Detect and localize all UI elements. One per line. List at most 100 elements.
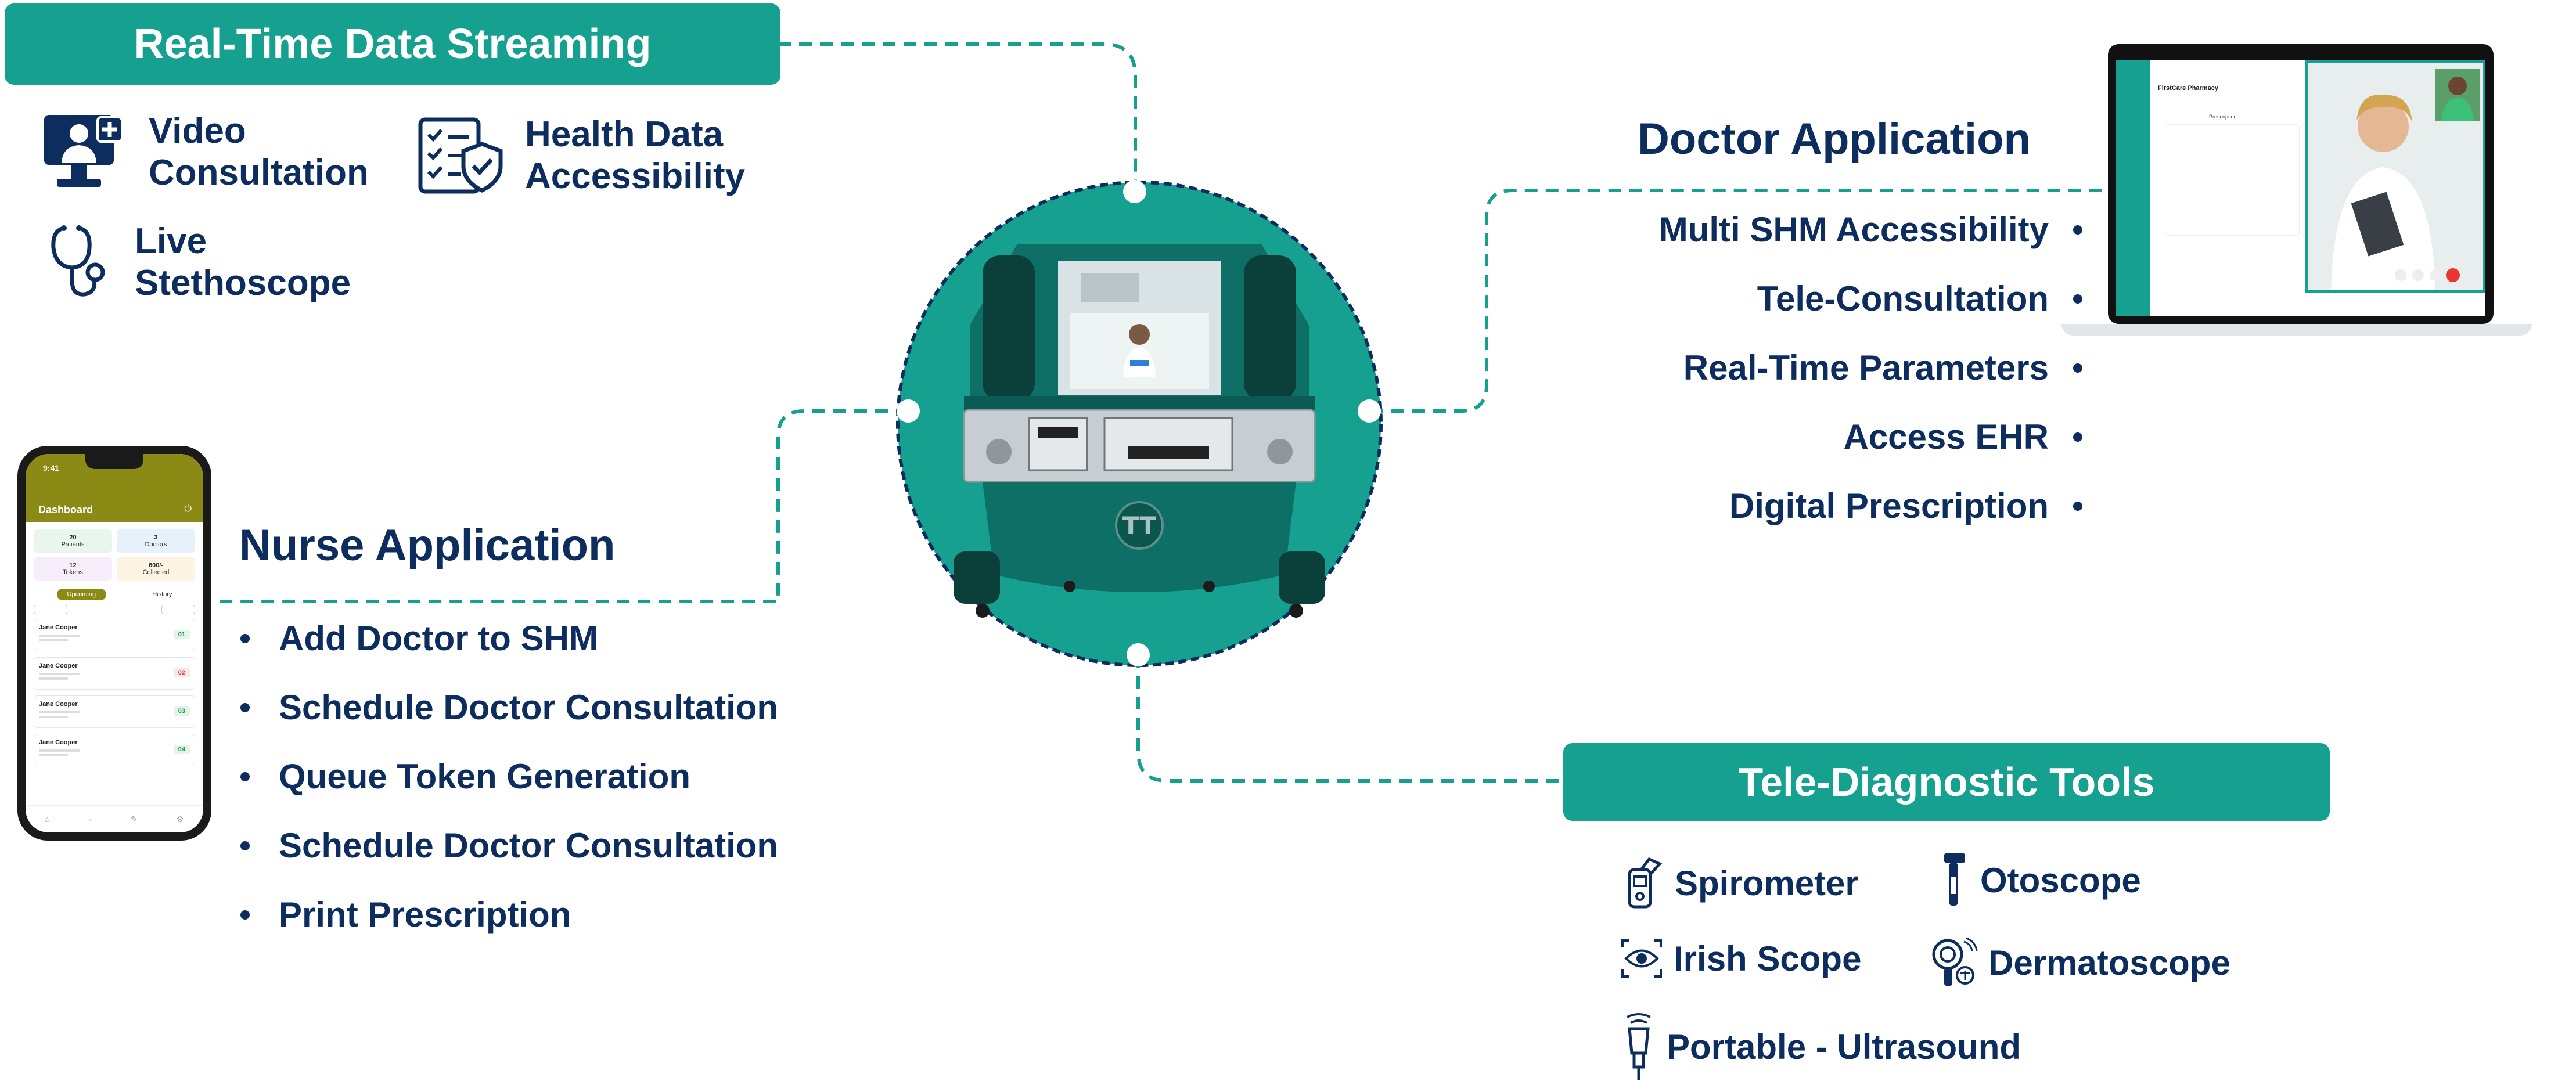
doctor-feature-list: Multi SHM Accessibility Tele-Consultatio… [1659,195,2082,540]
token-badge: 04 [173,745,190,754]
entry-meta [39,639,68,641]
tool-ultrasound: Portable - Ultrasound [1621,1012,2021,1081]
stat-label: Tokens [63,569,83,576]
doctor-monitor-icon [42,113,128,192]
feature-health-data: Health Data Accessibility [417,114,745,197]
kiosk-circle: TT [895,180,1383,668]
list-item[interactable]: Jane Cooper 04 [34,734,195,766]
video-panel [2305,60,2485,293]
tool-label: Portable - Ultrasound [1667,1027,2021,1066]
tool-spirometer: Spirometer [1624,857,1859,909]
tool-label: Otoscope [1980,860,2141,900]
stat-card: 20 Patients [34,529,112,553]
doctor-laptop: FirstCare Pharmacy Prescription [2061,44,2532,340]
tool-label: Dermatoscope [1988,943,2230,982]
filter-select[interactable] [34,605,67,614]
entry-name: Jane Cooper [39,662,78,669]
phone-bottom-nav: ⌂ ◦ ✎ ⚙ [26,805,203,832]
token-badge: 03 [173,706,190,716]
stats-grid: 20 Patients 3 Doctors 12 Tokens 600/- Co… [26,522,203,587]
tab-upcoming[interactable]: Upcoming [56,589,107,600]
phone-notch [85,454,143,469]
writing-area [2165,124,2300,236]
sort-select[interactable] [161,605,195,614]
list-item: Access EHR [1659,402,2082,471]
spirometer-icon [1624,857,1664,909]
logout-icon[interactable]: ⏻ [184,504,192,514]
tools-title: Tele-Diagnostic Tools [1738,759,2155,805]
tool-iris-scope: Irish Scope [1620,938,1861,979]
entry-meta [39,677,68,680]
tools-banner: Tele-Diagnostic Tools [1563,743,2330,821]
entry-meta [39,673,80,675]
feature-line: Video [149,111,246,151]
filter-row [26,605,203,619]
feature-line: Stethoscope [135,263,351,303]
entry-meta [39,716,68,718]
connector-dot-top [1123,180,1146,203]
entry-meta [39,749,80,752]
tool-dermatoscope: Dermatoscope [1929,937,2230,988]
list-item: Print Prescription [240,880,778,949]
stat-value: 12 [69,562,77,569]
health-data-shield-icon [417,115,504,196]
entry-meta [39,754,68,756]
entry-list: Jane Cooper 01 Jane Cooper 02 Jane Coope… [26,619,203,766]
entry-meta [39,711,80,713]
laptop-screen: FirstCare Pharmacy Prescription [2108,44,2494,324]
feature-line: Live [135,221,207,261]
stethoscope-icon [46,225,107,300]
stat-label: Doctors [145,541,167,548]
entry-name: Jane Cooper [39,739,78,746]
entry-name: Jane Cooper [39,624,78,631]
list-item: Tele-Consultation [1659,264,2082,333]
nurse-title: Nurse Application [239,521,616,570]
tool-label: Spirometer [1675,863,1859,903]
iris-scope-icon [1620,938,1663,979]
tool-label: Irish Scope [1674,939,1862,978]
laptop-display: FirstCare Pharmacy Prescription [2116,60,2485,316]
entry-name: Jane Cooper [39,701,78,708]
list-item: Add Doctor to SHM [240,604,778,673]
app-sidebar [2116,60,2150,316]
stat-card: 3 Doctors [117,529,195,553]
feature-line: Consultation [149,153,369,193]
list-item[interactable]: Jane Cooper 01 [34,619,195,651]
connector-dot-right [1358,399,1381,423]
streaming-title: Real-Time Data Streaming [134,21,652,67]
settings-icon[interactable]: ⚙ [176,814,184,824]
list-item[interactable]: Jane Cooper 03 [34,695,195,728]
list-item: Queue Token Generation [240,742,778,811]
token-badge: 01 [173,630,190,639]
phone-screen: 9:41 Dashboard ⏻ 20 Patients 3 Doctors 1… [26,454,203,832]
list-item[interactable]: Jane Cooper 02 [34,657,195,690]
dashboard-title: Dashboard [38,504,93,516]
streaming-banner: Real-Time Data Streaming [5,3,780,85]
list-item: Schedule Doctor Consultation [240,673,778,742]
dermatoscope-icon [1929,937,1978,988]
tab-history[interactable]: History [152,591,172,598]
stat-card: 600/- Collected [117,557,195,581]
stat-label: Patients [61,541,85,548]
stat-label: Collected [142,569,170,576]
list-item: Digital Prescription [1659,471,2082,540]
feature-live-stethoscope: Live Stethoscope [46,221,351,304]
otoscope-icon [1941,851,1970,909]
list-item: Real-Time Parameters [1659,333,2082,402]
list-item: Multi SHM Accessibility [1659,195,2082,264]
doctor-title: Doctor Application [1638,114,2031,164]
list-item: Schedule Doctor Consultation [240,811,778,880]
connector-dot-left [897,399,920,423]
people-icon[interactable]: ◦ [89,814,92,824]
connector-dot-bottom [1127,643,1150,666]
feature-video-consultation: Video Consultation [42,110,369,194]
nurse-feature-list: Add Doctor to SHM Schedule Doctor Consul… [240,604,778,949]
home-icon[interactable]: ⌂ [45,814,50,824]
phone-tabs: Upcoming History [26,587,203,605]
status-time: 9:41 [43,463,60,473]
prescription-heading: Prescription [2209,114,2237,120]
nurse-phone: 9:41 Dashboard ⏻ 20 Patients 3 Doctors 1… [17,446,211,841]
edit-icon[interactable]: ✎ [131,814,138,824]
stat-value: 600/- [148,562,164,569]
